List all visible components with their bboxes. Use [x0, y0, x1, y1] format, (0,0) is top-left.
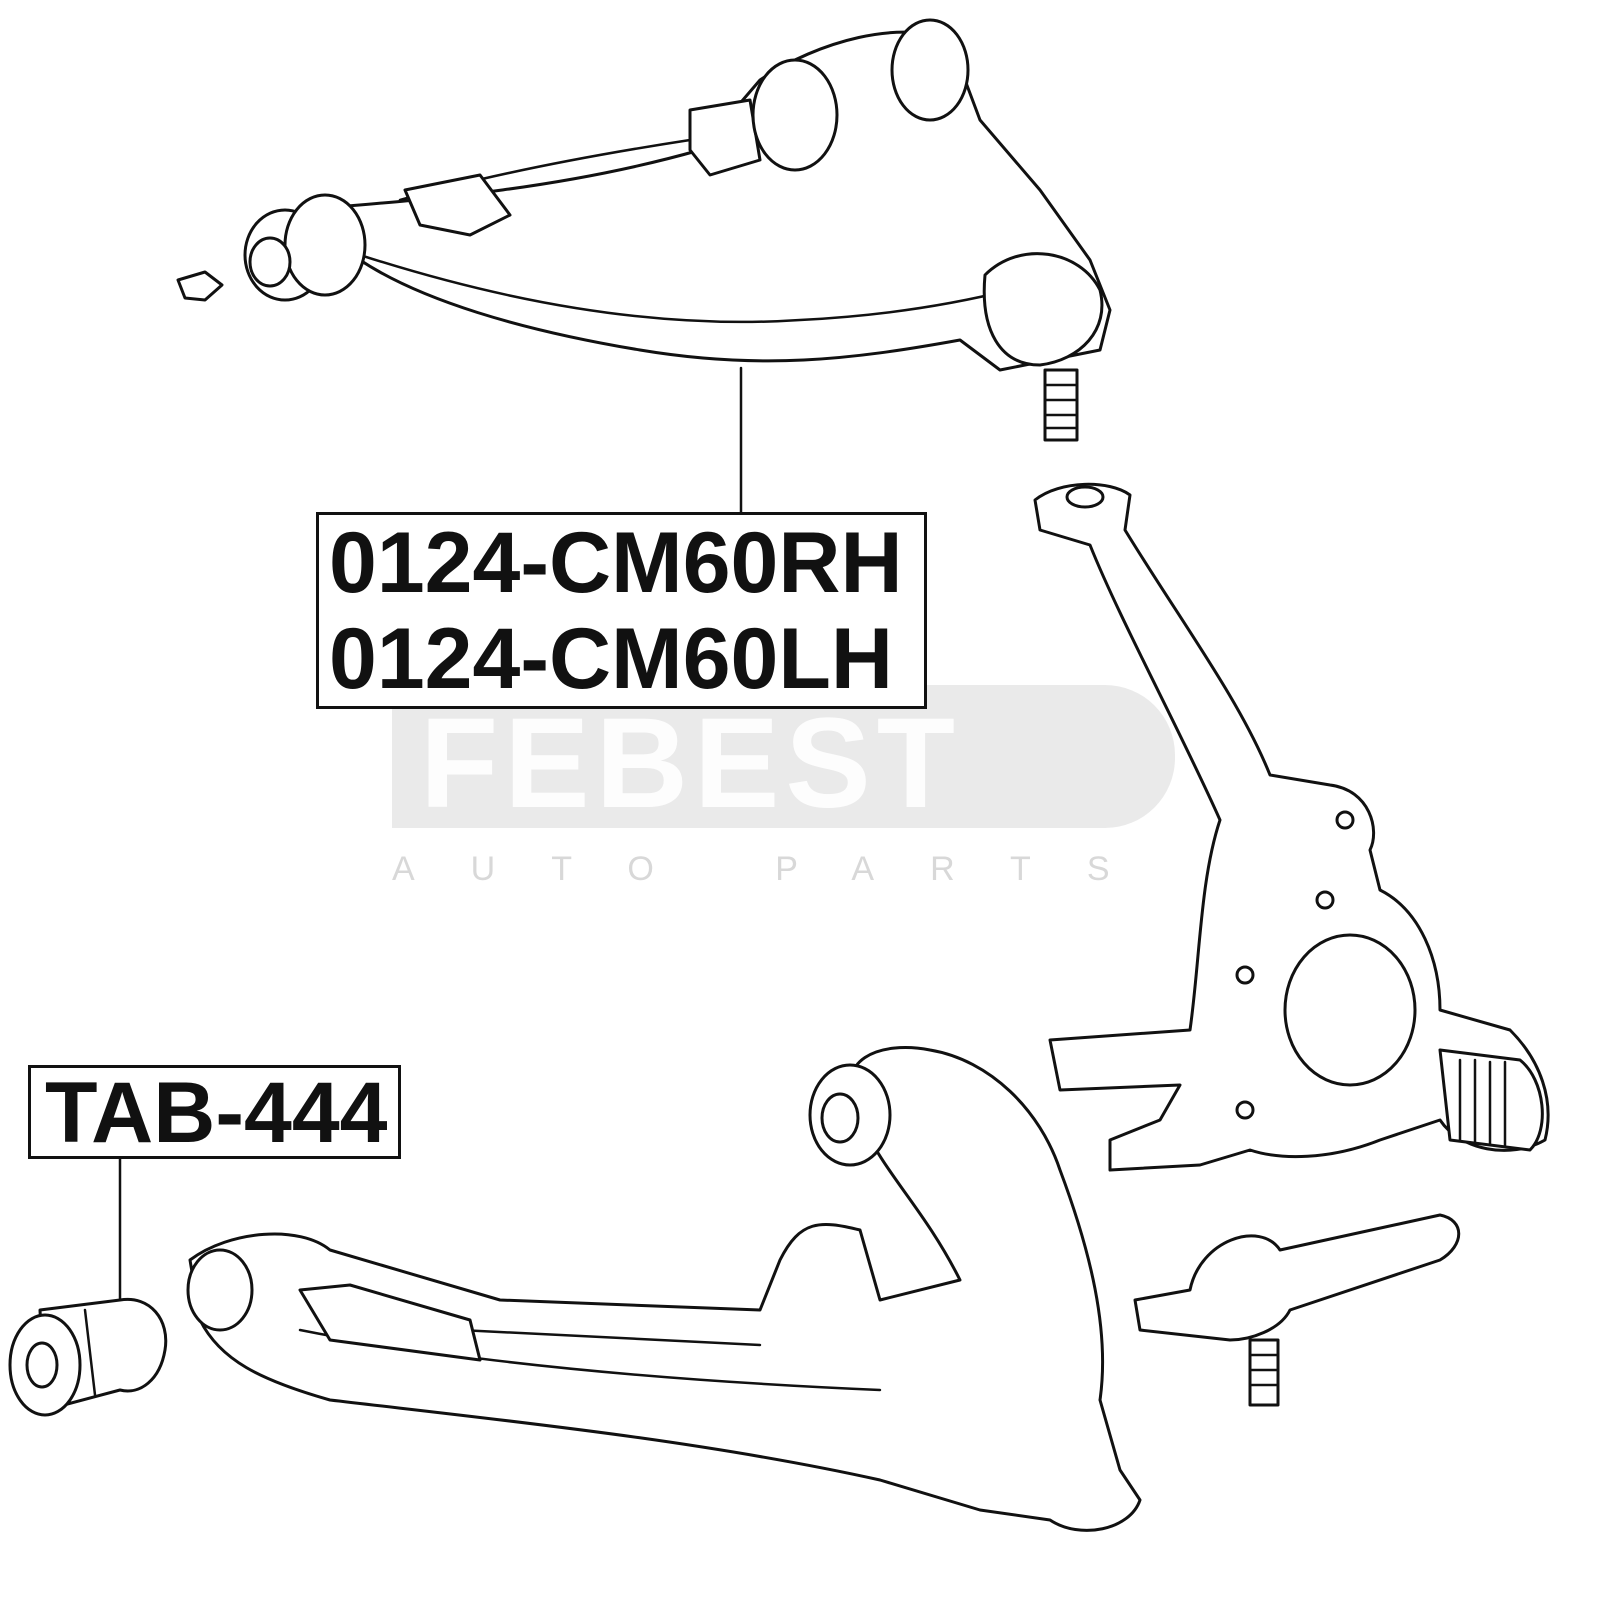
lower-control-arm [186, 1046, 1142, 1532]
bushing-tab-444 [8, 1297, 168, 1417]
upper-control-arm [176, 18, 1112, 442]
part-number-lh: 0124-CM60LH [329, 611, 893, 707]
watermark-brand: FEBEST [420, 692, 961, 835]
lower-ball-joint [1133, 1213, 1461, 1407]
part-number-label-bushing: TAB-444 [28, 1065, 401, 1159]
watermark-tagline: AUTO PARTS [392, 850, 1166, 888]
part-number-tab-444: TAB-444 [45, 1065, 388, 1161]
part-number-label-upper-arm: 0124-CM60RH 0124-CM60LH [316, 512, 927, 709]
steering-knuckle [1033, 482, 1550, 1172]
part-number-rh: 0124-CM60RH [329, 515, 903, 611]
